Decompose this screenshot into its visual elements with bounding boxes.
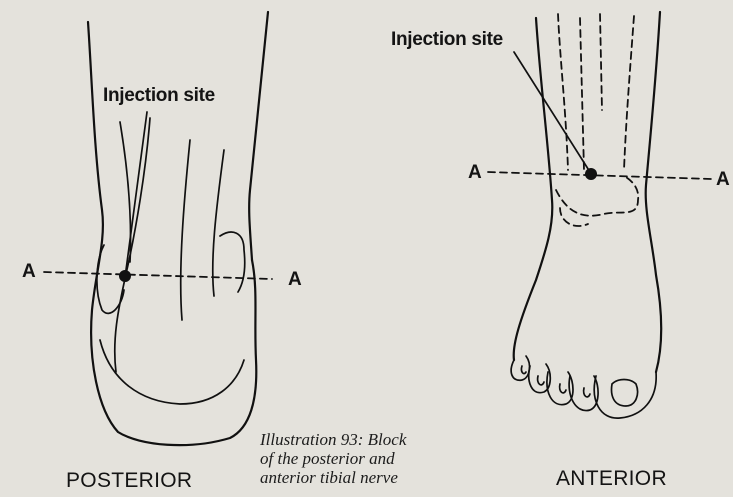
illustration-caption: Illustration 93: Block of the posterior …	[260, 430, 480, 487]
posterior-view-label: POSTERIOR	[66, 470, 192, 491]
anterior-foot-drawing	[511, 12, 661, 418]
posterior-leg-drawing	[88, 12, 268, 445]
posterior-axis-left-label: A	[22, 262, 36, 281]
posterior-injection-label: Injection site	[103, 86, 215, 105]
caption-line-3: anterior tibial nerve	[260, 468, 480, 487]
anterior-axis-line	[488, 172, 712, 179]
posterior-axis-line	[44, 272, 272, 279]
anterior-axis-right-label: A	[716, 170, 730, 189]
caption-line-2: of the posterior and	[260, 449, 480, 468]
anterior-axis-left-label: A	[468, 163, 482, 182]
posterior-injection-dot	[119, 270, 131, 282]
posterior-axis-right-label: A	[288, 270, 302, 289]
toes	[511, 356, 656, 418]
anterior-injection-leader	[514, 52, 590, 172]
anterior-injection-dot	[585, 168, 597, 180]
caption-line-1: Illustration 93: Block	[260, 430, 480, 449]
anterior-view-label: ANTERIOR	[556, 468, 667, 489]
anterior-injection-label: Injection site	[391, 30, 503, 49]
